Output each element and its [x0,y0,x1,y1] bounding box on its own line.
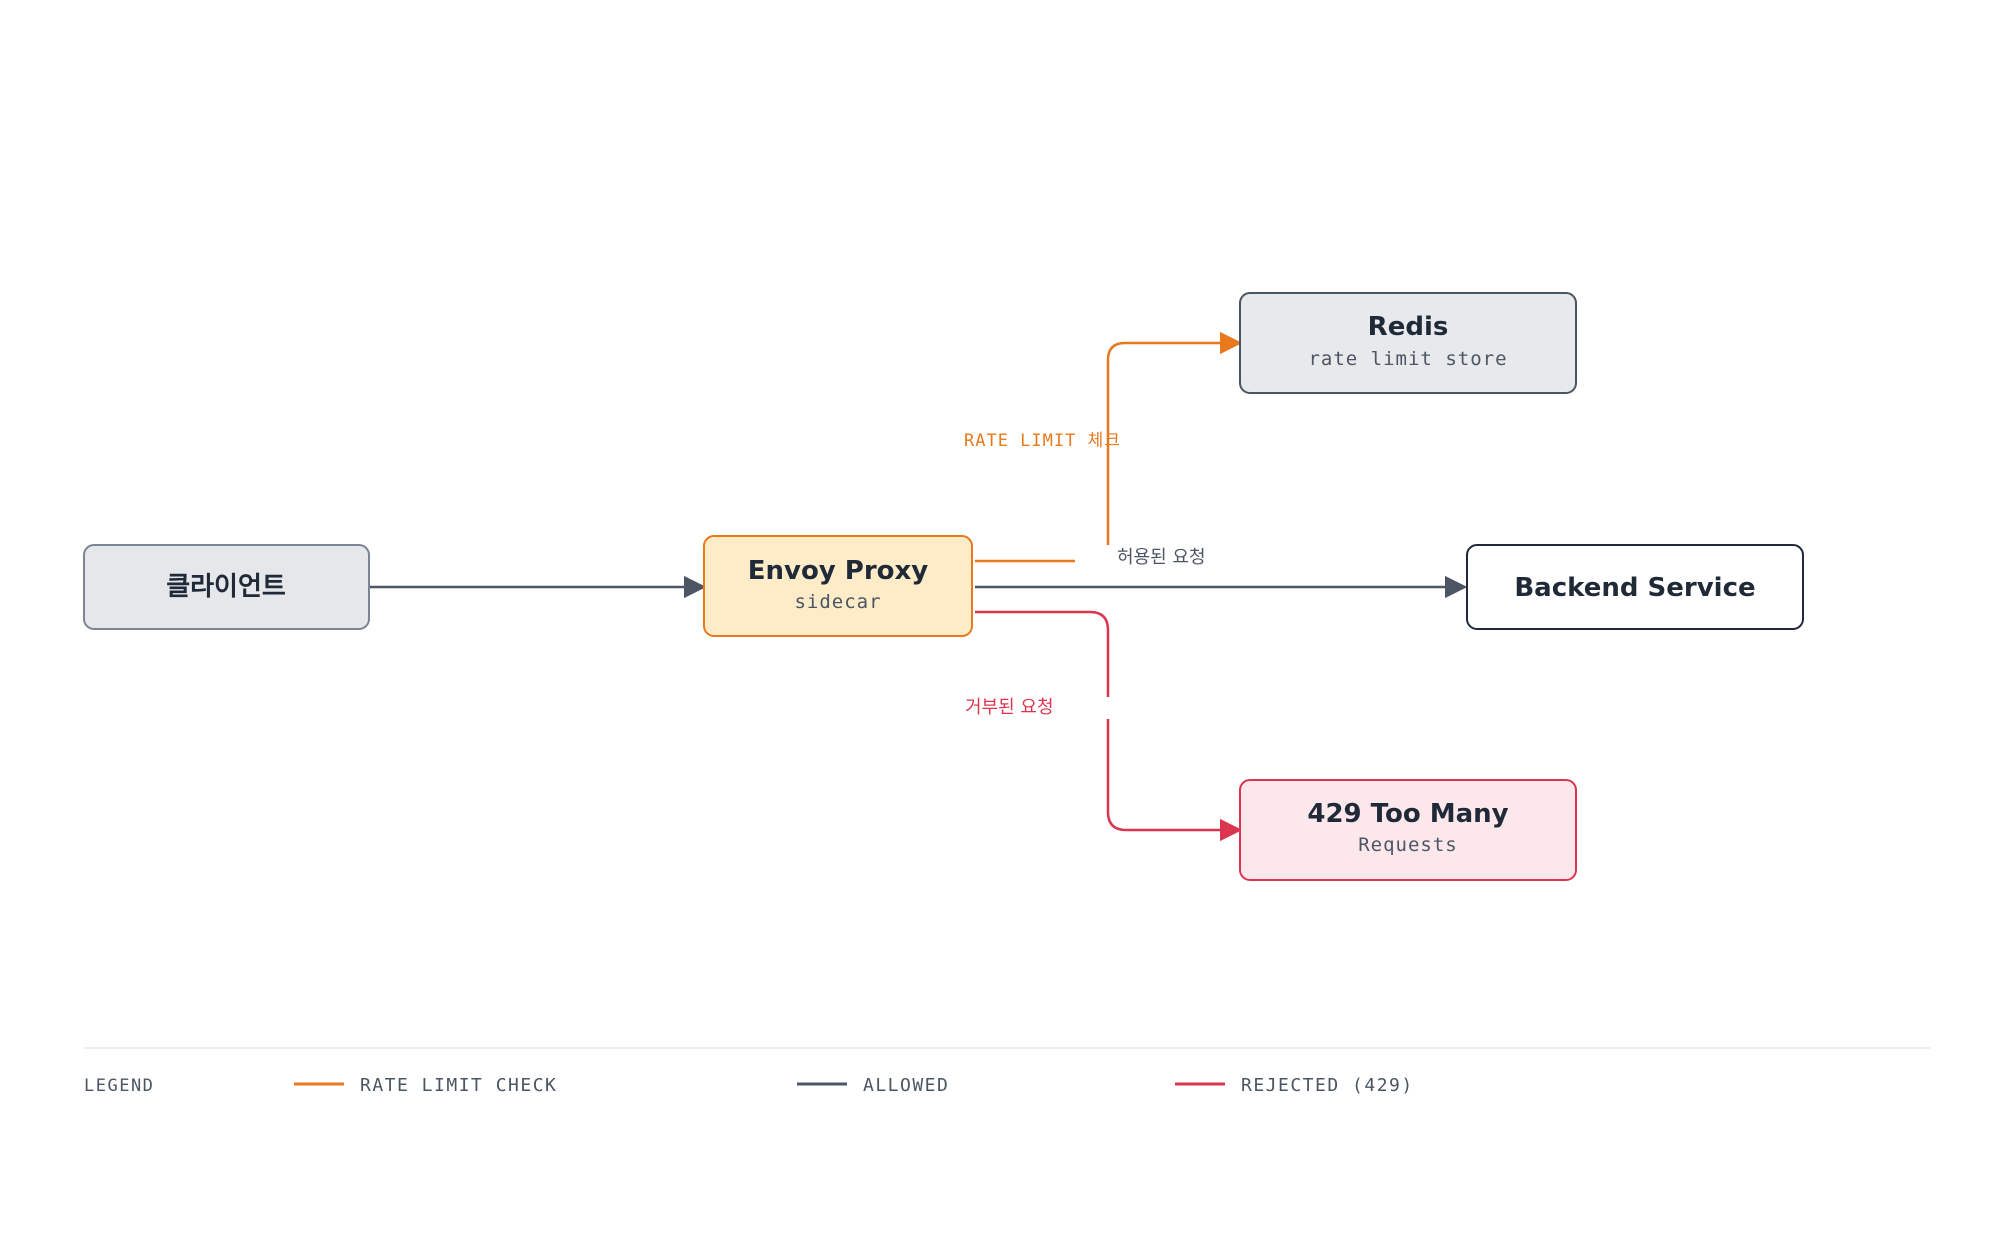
legend: LEGEND RATE LIMIT CHECK ALLOWED REJECTED… [84,1047,1930,1096]
node-envoy-proxy: Envoy Proxy sidecar [703,535,973,637]
edge-label-rate-limit: RATE LIMIT 체크 [964,431,1121,451]
node-client: 클라이언트 [83,544,370,630]
node-429-rejected: 429 Too Many Requests [1239,779,1577,881]
node-rejected-title: 429 Too Many [1307,799,1508,829]
node-redis-subtitle: rate limit store [1308,348,1507,370]
edge-label-rejected: 거부된 요청 [965,697,1054,718]
node-client-title: 클라이언트 [166,572,286,602]
node-envoy-title: Envoy Proxy [748,556,929,586]
node-redis: Redis rate limit store [1239,292,1577,394]
legend-title: LEGEND [84,1076,154,1096]
node-backend-title: Backend Service [1514,573,1755,603]
node-backend-service: Backend Service [1466,544,1804,630]
node-rejected-subtitle: Requests [1358,834,1458,856]
legend-label-rejected: REJECTED (429) [1241,1075,1414,1096]
edge-envoy-to-rejected [975,610,1243,842]
node-redis-title: Redis [1368,312,1449,342]
legend-label-rate-limit: RATE LIMIT CHECK [360,1075,557,1096]
edge-rate-limit-vertical [1106,331,1243,545]
edge-label-allowed: 허용된 요청 [1117,547,1206,568]
legend-label-allowed: ALLOWED [863,1075,949,1096]
node-envoy-subtitle: sidecar [794,591,881,613]
